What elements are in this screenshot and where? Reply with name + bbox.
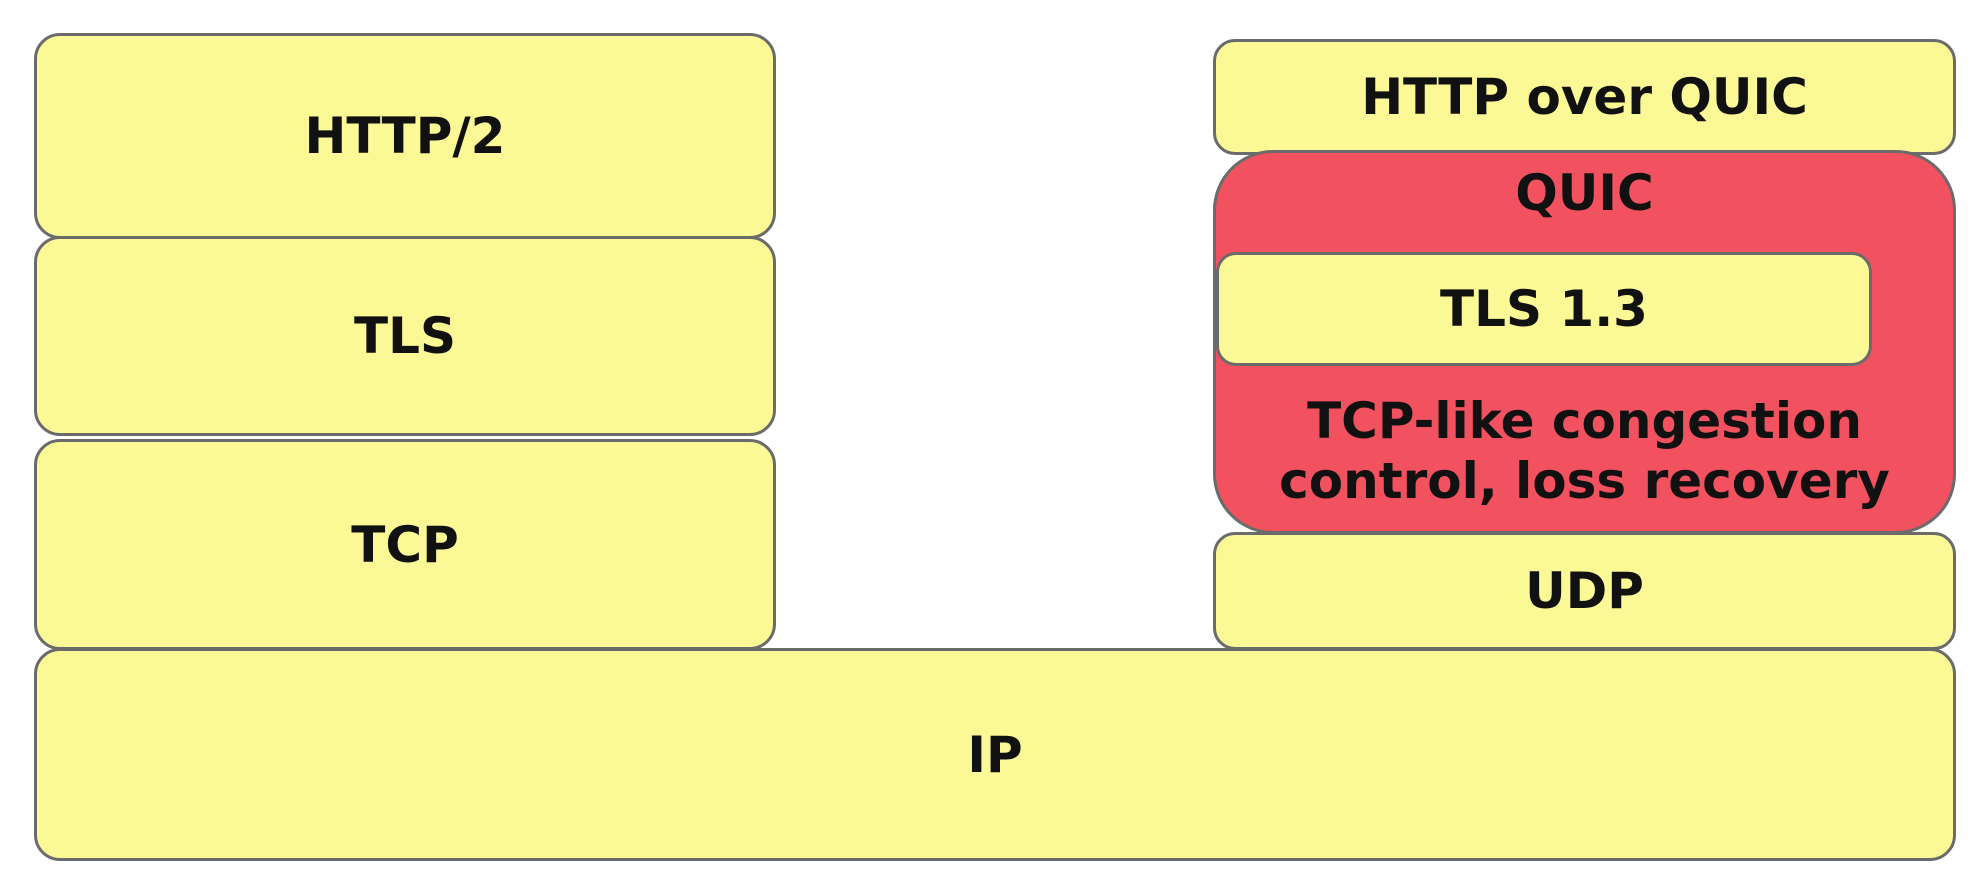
congestion-line-2: control, loss recovery (1279, 452, 1890, 510)
http2-layer: HTTP/2 (34, 33, 776, 239)
tcp-layer: TCP (34, 439, 776, 650)
quic-title: QUIC (1515, 164, 1654, 222)
ip-label: IP (967, 725, 1023, 784)
tls-layer: TLS (34, 236, 776, 436)
ip-layer: IP (34, 648, 1956, 861)
tls13-layer: TLS 1.3 (1216, 252, 1872, 366)
congestion-line-1: TCP-like congestion (1307, 392, 1862, 450)
http-over-quic-layer: HTTP over QUIC (1213, 39, 1956, 155)
tcp-label: TCP (351, 515, 459, 574)
udp-label: UDP (1525, 562, 1644, 620)
http2-label: HTTP/2 (304, 107, 506, 165)
tls13-label: TLS 1.3 (1440, 280, 1648, 338)
quic-layer: QUIC TLS 1.3 TCP-like congestion control… (1213, 150, 1956, 534)
http-over-quic-label: HTTP over QUIC (1361, 68, 1808, 126)
tls-label: TLS (354, 307, 456, 365)
udp-layer: UDP (1213, 532, 1956, 650)
congestion-control-label: TCP-like congestion control, loss recove… (1216, 391, 1953, 511)
